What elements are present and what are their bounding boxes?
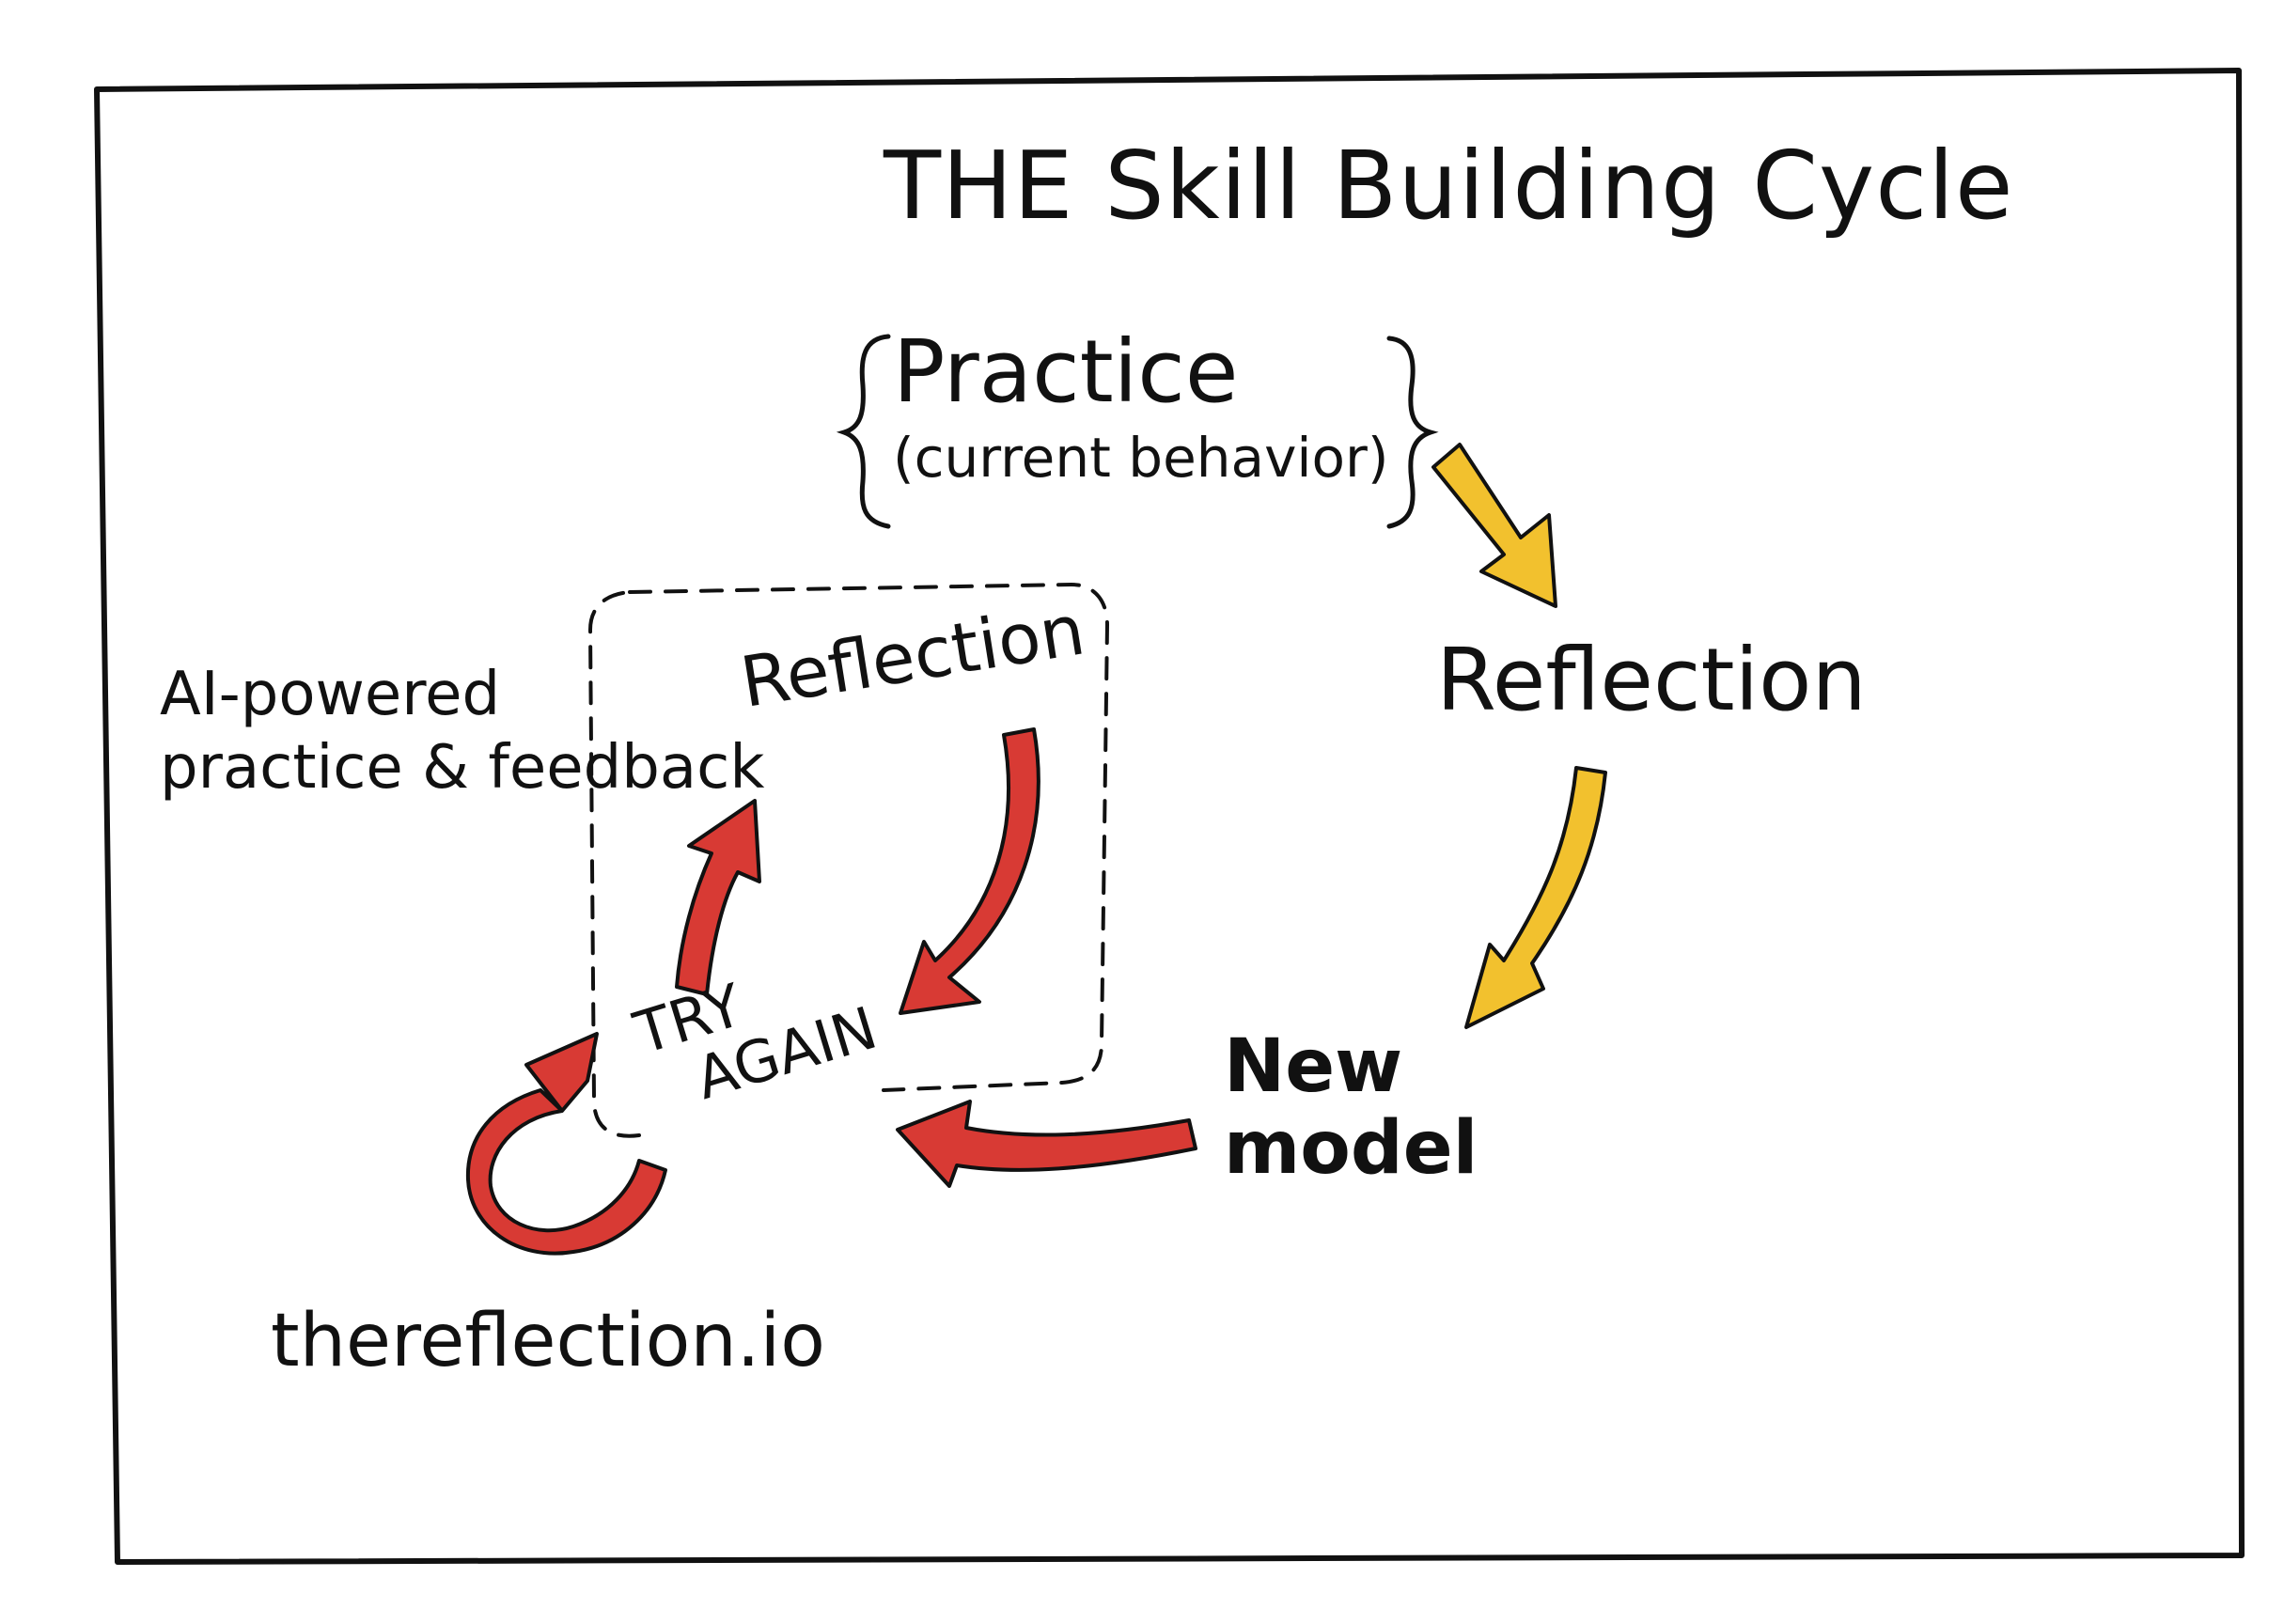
new-model-line2: model [1224,1106,1478,1192]
annotation-line1: AI-powered [160,660,501,729]
right-brace [1386,336,1439,529]
annotation-line2: practice & feedback [160,733,765,804]
retry-circular-arrow-icon [465,1032,667,1256]
left-brace [836,334,891,529]
ai-practice-annotation: AI-powered practice & feedback [160,658,764,804]
new-model-line1: New [1224,1024,1403,1109]
practice-sublabel: (current behavior) [893,426,1389,490]
inner-loop-dashed-box [587,582,1110,1138]
outer-frame [94,68,2245,1565]
arrow-practice-to-reflection [1431,443,1557,608]
reflection-label: Reflection [1436,630,1867,730]
diagram-title: THE Skill Building Cycle [884,131,2014,241]
arrow-inner-reflection-down [899,727,1040,1015]
new-model-label: New model [1224,1024,1478,1192]
arrow-try-up-to-reflection [675,799,761,996]
arrow-new-model-to-try-again [896,1100,1197,1188]
practice-label: Practice [893,321,1239,422]
arrow-reflection-to-new-model [1464,766,1607,1029]
footer-url: thereflection.io [271,1299,825,1383]
